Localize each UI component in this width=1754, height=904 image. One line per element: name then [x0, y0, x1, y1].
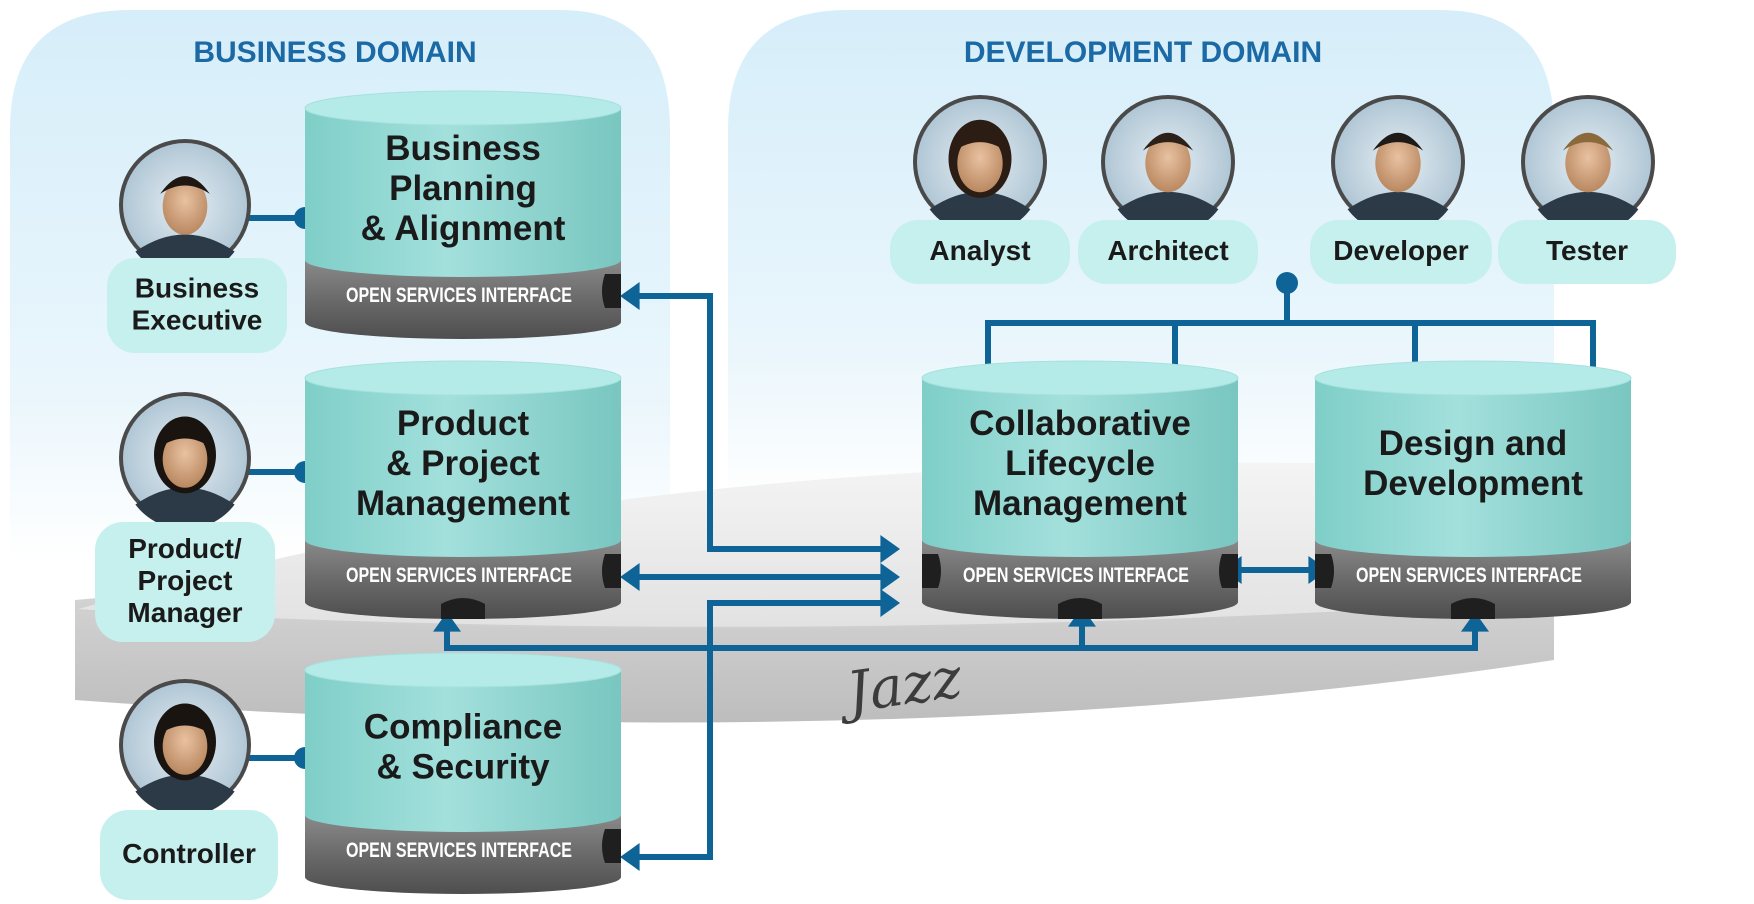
compliance-db-right-port — [602, 829, 621, 863]
business-planning-db-title-line: & Alignment — [361, 209, 566, 248]
compliance-db-body — [305, 670, 621, 832]
business-planning-db-top — [304, 90, 622, 126]
design-bottom-arrow — [1461, 612, 1489, 632]
design-development-db-top — [1314, 360, 1632, 396]
product-project-db-bottom-port — [441, 598, 485, 619]
product-project-db-interface-band — [305, 540, 621, 619]
product-project-db-right-port — [602, 554, 621, 588]
product-manager-role-label: Product/ — [128, 533, 242, 564]
collaborative-lifecycle-db-title-line: Management — [973, 484, 1187, 523]
product-manager-role-label: Manager — [127, 597, 242, 628]
business-domain-title: BUSINESS DOMAIN — [193, 36, 476, 69]
business-executive-role-label: Executive — [132, 304, 263, 335]
clm-arrow-3 — [880, 589, 900, 617]
dev-roles-dot — [1276, 272, 1298, 294]
planning-arrow — [620, 282, 640, 310]
developer-avatar — [1331, 95, 1465, 235]
compliance-arrow — [620, 843, 640, 871]
compliance-db-interface-label: OPEN SERVICES INTERFACE — [346, 839, 572, 862]
tester-role: Tester — [1498, 220, 1676, 284]
developer-role: Developer — [1310, 220, 1492, 284]
business-executive-role-pill — [107, 258, 287, 353]
collaborative-lifecycle-db-interface-band — [922, 540, 1238, 619]
design-development-db-left-port — [1315, 554, 1334, 588]
tester-role-pill — [1498, 220, 1676, 284]
business-planning-db-title-line: Business — [385, 129, 541, 168]
collaborative-lifecycle-db: OPEN SERVICES INTERFACE CollaborativeLife… — [921, 360, 1239, 619]
planning-to-clm-link — [630, 293, 882, 552]
collaborative-lifecycle-db-left-port — [922, 554, 941, 588]
compliance-db-interface-band — [305, 815, 621, 894]
compliance-db-title-line: & Security — [376, 747, 550, 786]
controller-role-label: Controller — [122, 838, 256, 869]
bottom-bus-link — [444, 630, 1478, 651]
controller-avatar — [119, 679, 251, 817]
analyst-role-pill — [890, 220, 1070, 284]
developer-role-label: Developer — [1333, 235, 1468, 266]
business-planning-db-right-port — [602, 274, 621, 308]
design-development-db-title-line: Development — [1363, 464, 1583, 503]
tester-role-label: Tester — [1546, 235, 1628, 266]
business-planning-db: OPEN SERVICES INTERFACE BusinessPlanning&… — [304, 90, 622, 339]
collaborative-lifecycle-db-title-line: Collaborative — [969, 404, 1191, 443]
design-development-db: OPEN SERVICES INTERFACE Design andDevelop… — [1314, 360, 1632, 619]
business-planning-db-interface-label: OPEN SERVICES INTERFACE — [346, 284, 572, 307]
design-development-db-bottom-port — [1451, 598, 1495, 619]
product-project-db-title-line: Management — [356, 484, 570, 523]
repositories: OPEN SERVICES INTERFACEBusinessPlanning&… — [304, 90, 1632, 894]
product-project-db-title-line: Product — [397, 404, 530, 443]
collaborative-lifecycle-db-title-line: Lifecycle — [1005, 444, 1155, 483]
design-development-db-body — [1315, 378, 1631, 557]
architect-avatar — [1101, 95, 1235, 235]
product-bottom-arrow — [433, 612, 461, 632]
product-project-db-interface-label: OPEN SERVICES INTERFACE — [346, 564, 572, 587]
collaborative-lifecycle-db-interface-label: OPEN SERVICES INTERFACE — [963, 564, 1189, 587]
compliance-db: OPEN SERVICES INTERFACE Compliance& Secur… — [304, 652, 622, 894]
business-planning-db-title-line: Planning — [389, 169, 537, 208]
analyst-role: Analyst — [890, 220, 1070, 284]
clm-arrow-1 — [880, 535, 900, 563]
product-project-db-body — [305, 378, 621, 557]
product-manager-role-pill — [95, 522, 275, 642]
business-executive-avatar — [119, 139, 251, 277]
collaborative-lifecycle-db-bottom-port — [1058, 598, 1102, 619]
developer-role-pill — [1310, 220, 1492, 284]
development-domain-title: DEVELOPMENT DOMAIN — [964, 36, 1322, 69]
dev-roles-bus — [985, 320, 1596, 392]
controller-role-pill — [100, 810, 278, 900]
business-planning-db-body — [305, 108, 621, 277]
design-development-db-interface-label: OPEN SERVICES INTERFACE — [1356, 564, 1582, 587]
collaborative-lifecycle-db-right-port — [1219, 554, 1238, 588]
design-development-db-title-line: Design and — [1379, 424, 1568, 463]
product-project-db-top — [304, 360, 622, 396]
compliance-db-title-line: Compliance — [364, 707, 562, 746]
business-executive-role-label: Business — [135, 272, 260, 303]
architect-role-pill — [1078, 220, 1258, 284]
analyst-role-label: Analyst — [929, 235, 1030, 266]
business-planning-db-interface-band — [305, 260, 621, 339]
product-manager-role-label: Project — [138, 565, 233, 596]
compliance-to-clm-link — [630, 600, 882, 860]
clm-arrow-2 — [880, 563, 900, 591]
product-project-db: OPEN SERVICES INTERFACE Product& ProjectM… — [304, 360, 622, 619]
design-development-db-interface-band — [1315, 540, 1631, 619]
collaborative-lifecycle-db-top — [921, 360, 1239, 396]
controller-role: Controller — [100, 810, 278, 900]
roles: BusinessExecutiveProduct/ProjectManagerC… — [95, 95, 1676, 900]
product-manager-avatar — [119, 392, 251, 530]
product-project-db-title-line: & Project — [386, 444, 540, 483]
product-arrow — [620, 563, 640, 591]
architect-role-label: Architect — [1107, 235, 1228, 266]
compliance-db-top — [304, 652, 622, 688]
collaborative-lifecycle-db-body — [922, 378, 1238, 557]
architect-role: Architect — [1078, 220, 1258, 284]
